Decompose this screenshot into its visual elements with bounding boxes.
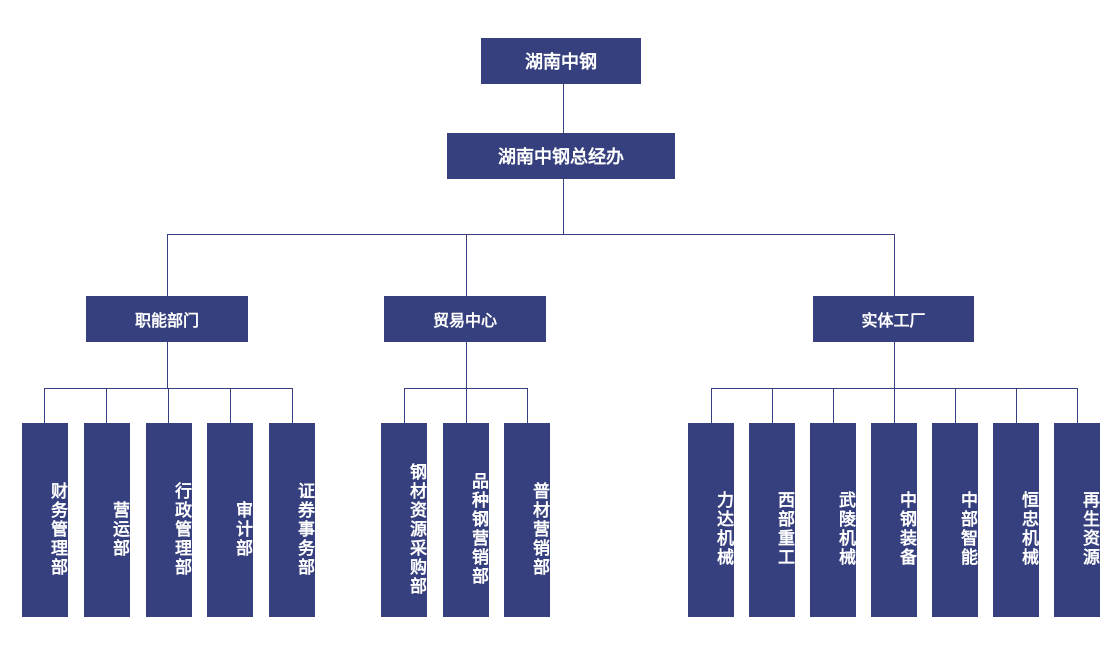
connector-leaf	[404, 388, 405, 424]
connector-leaf	[168, 388, 169, 424]
connector-leaf	[466, 388, 467, 424]
factory-node: 中部智能	[932, 423, 978, 617]
connector-branch-0-down	[167, 341, 168, 388]
dept-node: 营运部	[84, 423, 130, 617]
connector-leaf	[955, 388, 956, 424]
connector-leaf	[106, 388, 107, 424]
connector-branch-1-bus	[404, 388, 527, 389]
connector-leaf	[527, 388, 528, 424]
dept-node: 行政管理部	[146, 423, 192, 617]
factory-node: 西部重工	[749, 423, 795, 617]
dept-node: 财务管理部	[22, 423, 68, 617]
connector-leaf	[711, 388, 712, 424]
factory-node: 恒忠机械	[993, 423, 1039, 617]
connector-branch-0	[167, 234, 168, 297]
connector-leaf	[44, 388, 45, 424]
dept-node: 品种钢营销部	[443, 423, 489, 617]
connector-leaf	[772, 388, 773, 424]
connector-root-office	[563, 83, 564, 133]
factory-node: 力达机械	[688, 423, 734, 617]
connector-branch-1-down	[466, 341, 467, 388]
connector-branch-2-down	[894, 341, 895, 388]
factory-node: 武陵机械	[810, 423, 856, 617]
connector-leaf	[230, 388, 231, 424]
connector-leaf	[833, 388, 834, 424]
dept-node: 钢材资源采购部	[381, 423, 427, 617]
office-node: 湖南中钢总经办	[447, 133, 675, 179]
connector-branch-2	[894, 234, 895, 297]
connector-leaf	[894, 388, 895, 424]
dept-node: 审计部	[207, 423, 253, 617]
branch-node-functional: 职能部门	[86, 296, 248, 342]
dept-node: 普材营销部	[504, 423, 550, 617]
connector-office-bus	[563, 178, 564, 234]
connector-leaf	[292, 388, 293, 424]
factory-node: 再生资源	[1054, 423, 1100, 617]
factory-node: 中钢装备	[871, 423, 917, 617]
connector-leaf	[1077, 388, 1078, 424]
dept-node: 证券事务部	[269, 423, 315, 617]
branch-node-factories: 实体工厂	[813, 296, 974, 342]
connector-branch-1	[466, 234, 467, 297]
connector-branch-bus	[167, 234, 894, 235]
connector-leaf	[1016, 388, 1017, 424]
root-node: 湖南中钢	[481, 38, 641, 84]
branch-node-trade: 贸易中心	[384, 296, 546, 342]
